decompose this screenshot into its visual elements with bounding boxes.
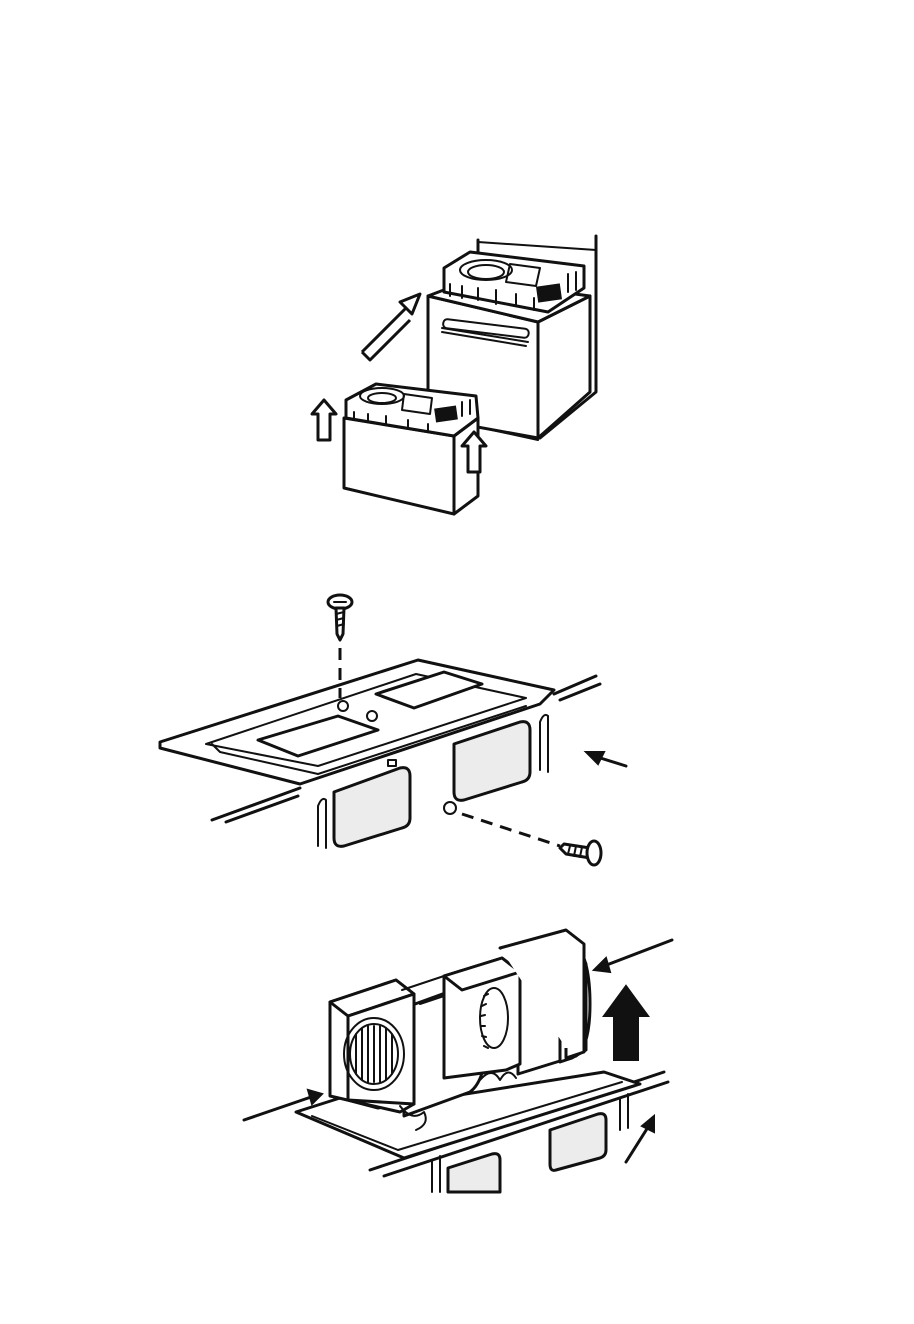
pointer-arrow-icon [594,940,672,972]
vent-filter-left [334,768,410,847]
panel-3-fan-assembly [244,930,672,1192]
arrow-outline-icon [362,294,420,360]
screw-icon [560,841,601,865]
panel-2-mounting-plate [160,595,626,865]
pointer-arrow-icon [586,752,626,766]
arrow-outline-icon [312,400,336,440]
pointer-arrow-icon [626,1116,654,1162]
panel-1-drawer-insertion [312,236,596,514]
arrow-solid-icon [604,986,648,1060]
screw-icon [328,595,352,640]
fan-unit-back [444,930,590,1078]
vent-filter-right [454,722,530,801]
small-filter-box [344,384,478,514]
